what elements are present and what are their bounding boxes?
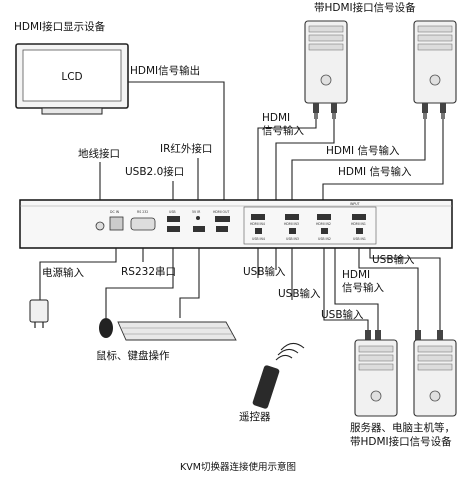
hdmi-signal-in-label-1a: HDMI bbox=[262, 112, 290, 124]
usb-in4-text: USB IN4 bbox=[252, 237, 265, 241]
cable-hdmi-in2 bbox=[334, 248, 379, 330]
bottom-devices-label-2: 带HDMI接口信号设备 bbox=[350, 435, 452, 448]
hdmi-in3-port bbox=[285, 214, 299, 220]
cable-top-pc2-usb bbox=[322, 119, 444, 200]
cable-usb-in1 bbox=[358, 248, 419, 330]
usb-input-label-1: USB输入 bbox=[243, 265, 286, 278]
source-pc-bottom-right bbox=[413, 339, 457, 417]
ground-port-label: 地线接口 bbox=[78, 147, 120, 160]
usb-port-3 bbox=[193, 226, 205, 232]
ir-port-label: IR红外接口 bbox=[160, 142, 212, 155]
usb-input-label-2: USB输入 bbox=[278, 287, 321, 300]
remote-icon bbox=[252, 342, 305, 409]
cable-hdmi-in1 bbox=[369, 248, 441, 330]
ir-text: 5V IR bbox=[192, 210, 201, 214]
hdmi-in2-text: HDMI IN2 bbox=[316, 222, 331, 226]
usb-in2-text: USB IN2 bbox=[318, 237, 331, 241]
usb-input-label-3: USB输入 bbox=[321, 308, 364, 321]
rs232-text: RS 232 bbox=[137, 210, 148, 214]
hdmi-output-cable bbox=[128, 81, 225, 200]
usb-port-1 bbox=[167, 216, 180, 222]
hdmi-signal-in-label-4a: HDMI bbox=[342, 269, 370, 281]
usb-input-label-4: USB输入 bbox=[372, 253, 415, 266]
hdmi-signal-in-label-1b: 信号输入 bbox=[262, 124, 304, 137]
cable-top-pc1-hdmi bbox=[257, 119, 317, 200]
top-connectors bbox=[313, 103, 446, 119]
usb-in1-port bbox=[356, 228, 363, 234]
source-pc-bottom-left bbox=[354, 339, 398, 417]
hdmi-in2-port bbox=[317, 214, 331, 220]
hdmi-in3-text: HDMI IN3 bbox=[284, 222, 299, 226]
power-cable bbox=[39, 248, 117, 300]
hdmi-in4-port bbox=[251, 214, 265, 220]
usb20-port-label: USB2.0接口 bbox=[125, 165, 184, 178]
bottom-connectors bbox=[365, 330, 443, 340]
rs232-port bbox=[130, 217, 156, 231]
usb-in3-port bbox=[289, 228, 296, 234]
lcd-monitor: LCD bbox=[15, 43, 129, 115]
keyboard-icon bbox=[117, 321, 237, 341]
usb-port-2 bbox=[167, 226, 180, 232]
hdmi-in4-text: HDMI IN4 bbox=[250, 222, 265, 226]
hdmi-source-top-label: 带HDMI接口信号设备 bbox=[314, 1, 416, 14]
hdmi-signal-out-label: HDMI信号输出 bbox=[130, 64, 200, 77]
kvm-switch: DC IN RS 232 USB 5V IR HDMI OUT INPUT HD… bbox=[19, 199, 453, 249]
mouse-cable bbox=[105, 248, 174, 318]
rs232-label: RS232串口 bbox=[121, 266, 176, 278]
source-pc-top-right bbox=[413, 20, 457, 104]
bottom-devices-label-1: 服务器、电脑主机等， bbox=[350, 421, 455, 434]
dc-in-text: DC IN bbox=[110, 210, 120, 214]
usb-port-4 bbox=[216, 226, 228, 232]
usb-in4-port bbox=[255, 228, 262, 234]
usb-in2-port bbox=[321, 228, 328, 234]
hdmi-signal-in-label-2: HDMI 信号输入 bbox=[326, 144, 400, 157]
ir-port bbox=[196, 216, 200, 220]
usb-in1-text: USB IN1 bbox=[353, 237, 366, 241]
hdmi-in1-port bbox=[352, 214, 366, 220]
source-pc-top-left bbox=[304, 20, 348, 104]
keyboard-cable bbox=[179, 248, 200, 318]
remote-label: 遥控器 bbox=[239, 410, 271, 423]
usb-left-text: USB bbox=[169, 210, 176, 214]
hdmi-signal-in-label-3: HDMI 信号输入 bbox=[338, 165, 412, 178]
mouse-keyboard-label: 鼠标、键盘操作 bbox=[96, 349, 170, 362]
hdmi-out-text: HDMI OUT bbox=[213, 210, 229, 214]
cable-usb-in2 bbox=[323, 248, 369, 330]
hdmi-display-label: HDMI接口显示设备 bbox=[14, 20, 106, 33]
ground-screw-icon bbox=[95, 221, 105, 231]
power-input-label: 电源输入 bbox=[42, 266, 84, 279]
diagram-caption: KVM切换器连接使用示意图 bbox=[180, 461, 296, 473]
power-adapter-icon bbox=[29, 299, 49, 328]
cable-top-pc2-hdmi bbox=[291, 119, 426, 200]
hdmi-out-port bbox=[215, 216, 230, 222]
mouse-icon bbox=[99, 318, 113, 338]
dc-in-port bbox=[109, 216, 124, 231]
hdmi-signal-in-label-4b: 信号输入 bbox=[342, 281, 384, 294]
lcd-label: LCD bbox=[61, 71, 82, 83]
usb-in3-text: USB IN3 bbox=[286, 237, 299, 241]
hdmi-in1-text: HDMI IN1 bbox=[351, 222, 366, 226]
input-text: INPUT bbox=[350, 202, 360, 206]
